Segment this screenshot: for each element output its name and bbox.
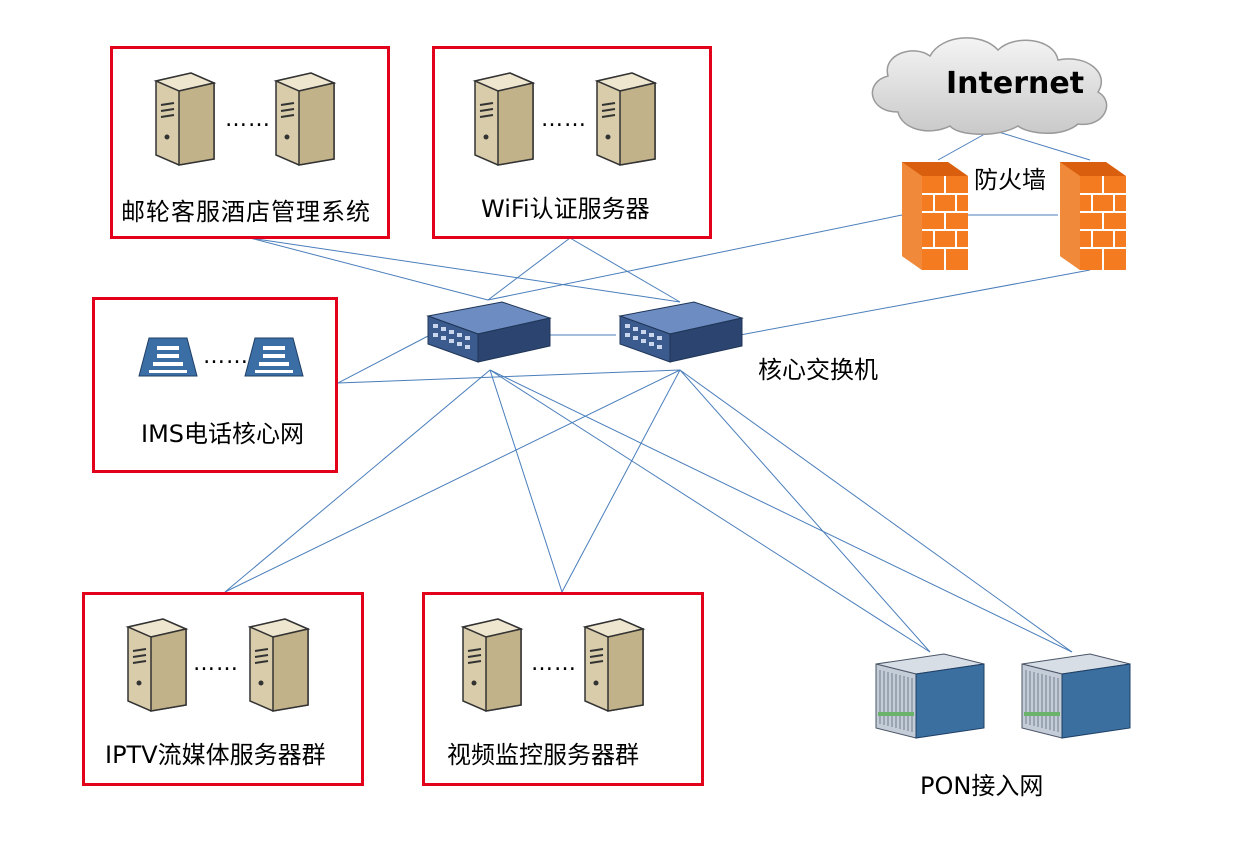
server-icon [594,72,658,166]
server-icon [460,618,524,712]
switch-icon [426,301,552,363]
group-label: WiFi认证服务器 [481,195,650,223]
group-wifi-auth: …… WiFi认证服务器 [432,46,712,239]
olt-chassis-icon [1021,653,1131,739]
ellipsis: …… [225,107,271,132]
ellipsis: …… [541,107,587,132]
cloud-icon [871,37,1108,135]
group-label: IMS电话核心网 [141,420,305,448]
ims-gateway-icon [244,337,304,377]
firewall-label: 防火墙 [974,166,1046,194]
ellipsis: …… [203,344,249,369]
group-ims: …… IMS电话核心网 [92,297,338,473]
core-switch-label: 核心交换机 [758,356,878,384]
ellipsis: …… [531,651,577,676]
olt-chassis-icon [875,653,985,739]
switch-icon [618,301,744,363]
server-icon [273,72,337,166]
pon-label: PON接入网 [920,772,1044,800]
group-video-monitor: …… 视频监控服务器群 [422,592,704,786]
group-iptv: …… IPTV流媒体服务器群 [82,592,364,786]
group-label: IPTV流媒体服务器群 [105,741,326,769]
server-icon [153,72,217,166]
server-icon [582,618,646,712]
internet-label: Internet [946,66,1085,101]
server-icon [247,618,311,712]
firewall-icon [1060,162,1126,270]
ims-gateway-icon [138,337,198,377]
group-label: 视频监控服务器群 [447,741,639,769]
server-icon [125,618,189,712]
ellipsis: …… [193,651,239,676]
server-icon [472,72,536,166]
group-label: 邮轮客服酒店管理系统 [121,198,371,226]
group-hotel-system: …… 邮轮客服酒店管理系统 [110,46,390,239]
firewall-icon [902,162,968,270]
